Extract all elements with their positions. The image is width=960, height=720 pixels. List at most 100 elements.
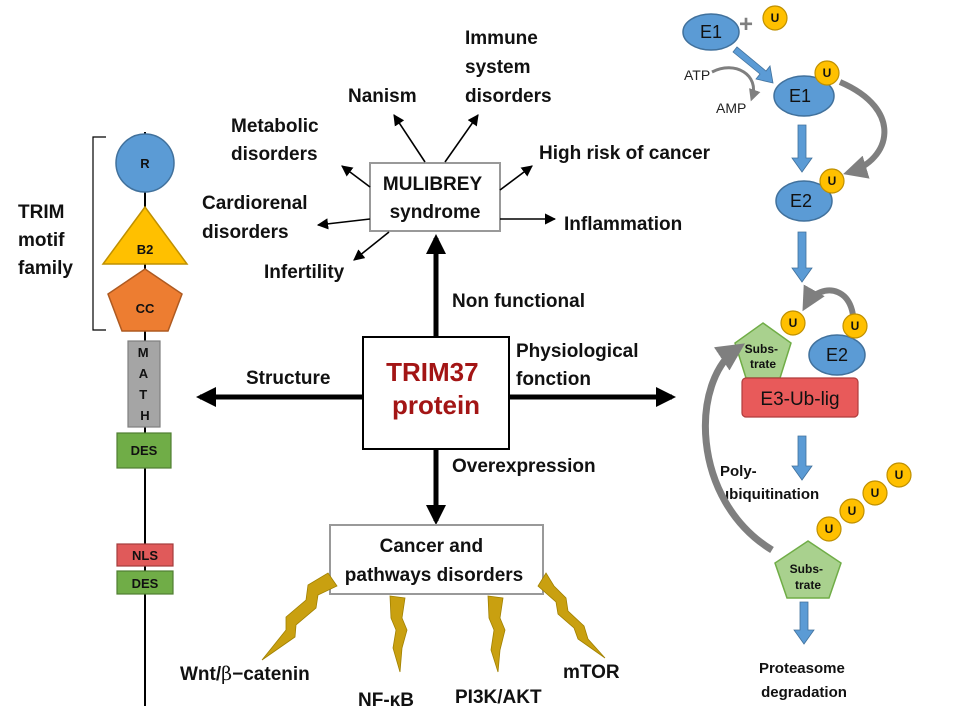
- syndrome-title: MULIBREY: [383, 174, 483, 195]
- label-non-functional: Non functional: [452, 291, 585, 312]
- ubiquitination-cascade: E1 + U ATP AMP E1 U E2 U Subs- trate: [682, 5, 912, 701]
- domain-b2: [101, 205, 189, 265]
- svg-text:Subs- trate: Subs- trate: [790, 562, 827, 592]
- domain-math-letter: T: [139, 387, 147, 402]
- ubiquitin-chain-2: [839, 498, 865, 524]
- enzyme-e1-free: [682, 13, 740, 51]
- syndrome-arrows: [316, 114, 557, 261]
- enzyme-e1-free-label: E1: [700, 22, 722, 42]
- effect-inflammation: Inflammation: [564, 214, 682, 235]
- effect-infertility: Infertility: [264, 262, 345, 283]
- svg-text:Poly- ubiquitination: Poly- ubiquitination: [720, 463, 819, 503]
- ubiquitin-label: U: [895, 468, 904, 482]
- enzyme-e1-bound: [773, 75, 835, 117]
- ubiquitin-label: U: [789, 316, 798, 330]
- e3-ligase-label: E3-Ub-lig: [760, 389, 839, 410]
- effect-cancer-risk: High risk of cancer: [539, 143, 711, 164]
- svg-text:Proteasome degradation: Proteasome degradation: [759, 660, 849, 701]
- poly-label: Poly-: [720, 463, 757, 480]
- effect-cardiorenal: Cardiorenal: [202, 193, 308, 214]
- domain-des-2-label: DES: [132, 576, 159, 591]
- protein-title: protein: [392, 390, 480, 420]
- family-label-line: family: [18, 258, 73, 279]
- domain-des-1: [116, 432, 172, 469]
- domain-math-letter: H: [140, 408, 149, 423]
- enzyme-e2-complex-label: E2: [826, 345, 848, 365]
- ubiquitin-label: U: [828, 174, 837, 188]
- domain-math-letter: M: [138, 345, 149, 360]
- svg-text:Wnt/β−catenin: Wnt/β−catenin: [180, 663, 310, 685]
- pathway-pi3k: PI3K/AKT: [455, 687, 542, 708]
- ubiquitin-free: [762, 5, 788, 31]
- flow-arrow-e2-e3: [791, 231, 813, 283]
- svg-text:Immune system diso: Immune system disorders: [465, 28, 552, 107]
- effect-immune: disorders: [465, 86, 552, 107]
- lightning-bolt-nfkb: [389, 595, 408, 673]
- pathway-wnt-suffix: −catenin: [232, 664, 310, 685]
- proteasome-label: Proteasome: [759, 660, 845, 677]
- pathway-mtor: mTOR: [563, 662, 620, 683]
- cancer-title: Cancer and: [380, 536, 483, 557]
- atp-amp-curve: [711, 66, 761, 102]
- protein-box: [362, 336, 510, 450]
- label-function: fonction: [516, 369, 591, 390]
- domain-cc: [107, 268, 183, 332]
- e3-ligase: [741, 377, 859, 418]
- domain-r-label: R: [140, 156, 150, 171]
- atp-label: ATP: [684, 67, 710, 83]
- transfer-curve-e1-e2: [838, 79, 888, 179]
- amp-label: AMP: [716, 100, 746, 116]
- ubiquitin-label: U: [823, 66, 832, 80]
- recycle-curve: [701, 343, 774, 553]
- pathway-nfkb: NF-κB: [358, 690, 414, 711]
- lightning-bolt-wnt: [261, 572, 338, 661]
- svg-text:Physiological fonction: Physiological fonction: [516, 341, 644, 390]
- center-hub: TRIM37 protein Structure Physiological f…: [180, 28, 711, 711]
- flow-arrow-proteasome: [793, 601, 815, 645]
- substrate-label: Subs-: [790, 562, 823, 576]
- domain-des-2: [116, 570, 174, 595]
- proteasome-label: degradation: [761, 684, 847, 701]
- ubiquitin-label: U: [771, 11, 780, 25]
- family-bracket: [92, 136, 106, 331]
- lightning-bolt-mtor: [537, 572, 606, 659]
- label-structure: Structure: [246, 368, 330, 389]
- effect-nanism: Nanism: [348, 86, 417, 107]
- lightning-bolts: [261, 572, 606, 673]
- family-label-line: TRIM: [18, 202, 64, 223]
- effect-cardiorenal: disorders: [202, 222, 289, 243]
- flow-arrow-e3-poly: [791, 435, 813, 481]
- substrate-label: trate: [750, 357, 776, 371]
- plus-sign: +: [739, 11, 753, 38]
- pathway-wnt-beta: β: [221, 663, 232, 685]
- ubiquitin-label: U: [851, 319, 860, 333]
- ubiquitin-on-e2: [819, 168, 845, 194]
- syndrome-title: syndrome: [390, 202, 481, 223]
- pathway-wnt: Wnt/: [180, 664, 222, 685]
- effect-metabolic: Metabolic: [231, 116, 319, 137]
- ubiquitin-chain-3: [862, 480, 888, 506]
- svg-text:TRIM37 protein: TRIM37 protein: [386, 357, 486, 420]
- domain-cc-label: CC: [136, 301, 155, 316]
- protein-title: TRIM37: [386, 357, 478, 387]
- label-overexpression: Overexpression: [452, 456, 596, 477]
- domain-math: [127, 340, 161, 428]
- svg-text:M A T H: M A T H: [138, 345, 152, 423]
- effect-metabolic: disorders: [231, 144, 318, 165]
- enzyme-e1-bound-label: E1: [789, 86, 811, 106]
- enzyme-e2-complex: [808, 334, 866, 376]
- domain-r: [115, 133, 175, 193]
- svg-text:Cancer and pathways diso: Cancer and pathways disorders: [345, 536, 523, 586]
- svg-text:Cardiorenal disorders: Cardiorenal disorders: [202, 193, 313, 243]
- domain-nls: [116, 543, 174, 567]
- flow-arrow-e1-e2: [791, 124, 813, 173]
- lightning-bolt-pi3k: [487, 595, 506, 673]
- ubiquitin-on-e2-complex: [842, 313, 868, 339]
- substrate-label: trate: [795, 578, 821, 592]
- ubiquitin-label: U: [825, 522, 834, 536]
- domain-nls-label: NLS: [132, 548, 158, 563]
- cancer-box: [329, 524, 544, 595]
- family-label-line: motif: [18, 230, 65, 251]
- enzyme-e2-bound: [775, 180, 833, 222]
